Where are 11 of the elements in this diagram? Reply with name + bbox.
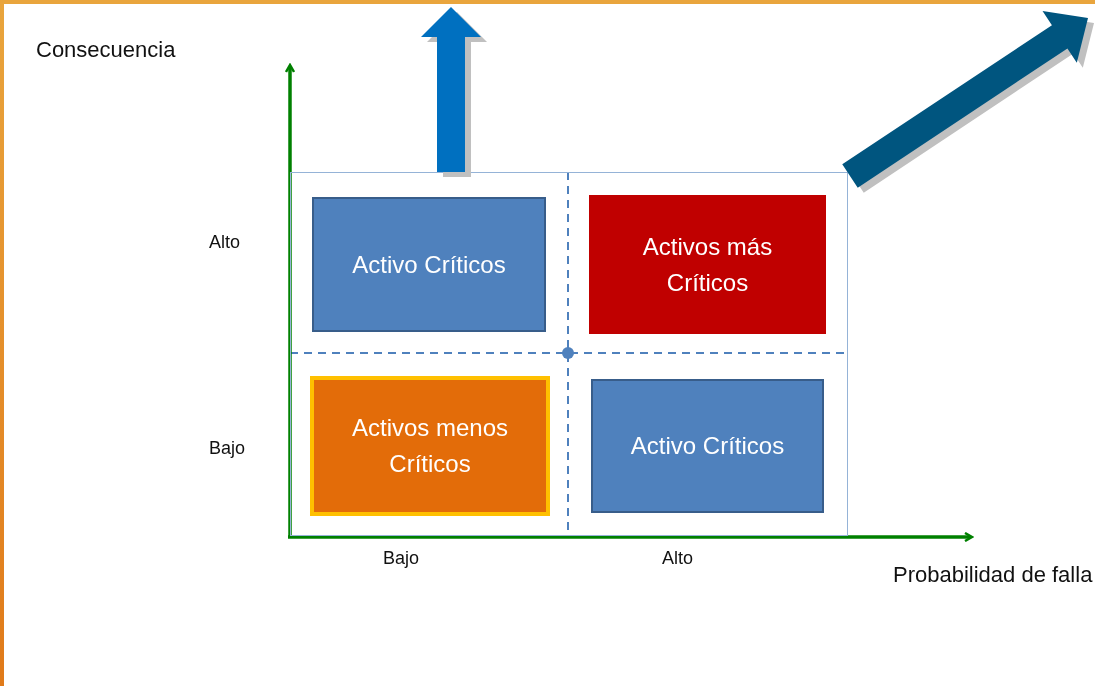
matrix-frame	[290, 172, 848, 536]
quadrant-box: Activos más Críticos	[589, 195, 826, 334]
axis-label: Consecuencia	[36, 36, 176, 64]
axis-label: Alto	[209, 231, 241, 254]
quadrant-box: Activo Críticos	[312, 197, 546, 332]
axis-label: Bajo	[383, 547, 420, 570]
axis-label: Alto	[662, 547, 694, 570]
quadrant-box: Activos menos Críticos	[310, 376, 550, 516]
quadrant-box: Activo Críticos	[591, 379, 824, 513]
axis-label: Probabilidad de falla	[893, 561, 1093, 589]
axis-label: Bajo	[209, 437, 246, 460]
